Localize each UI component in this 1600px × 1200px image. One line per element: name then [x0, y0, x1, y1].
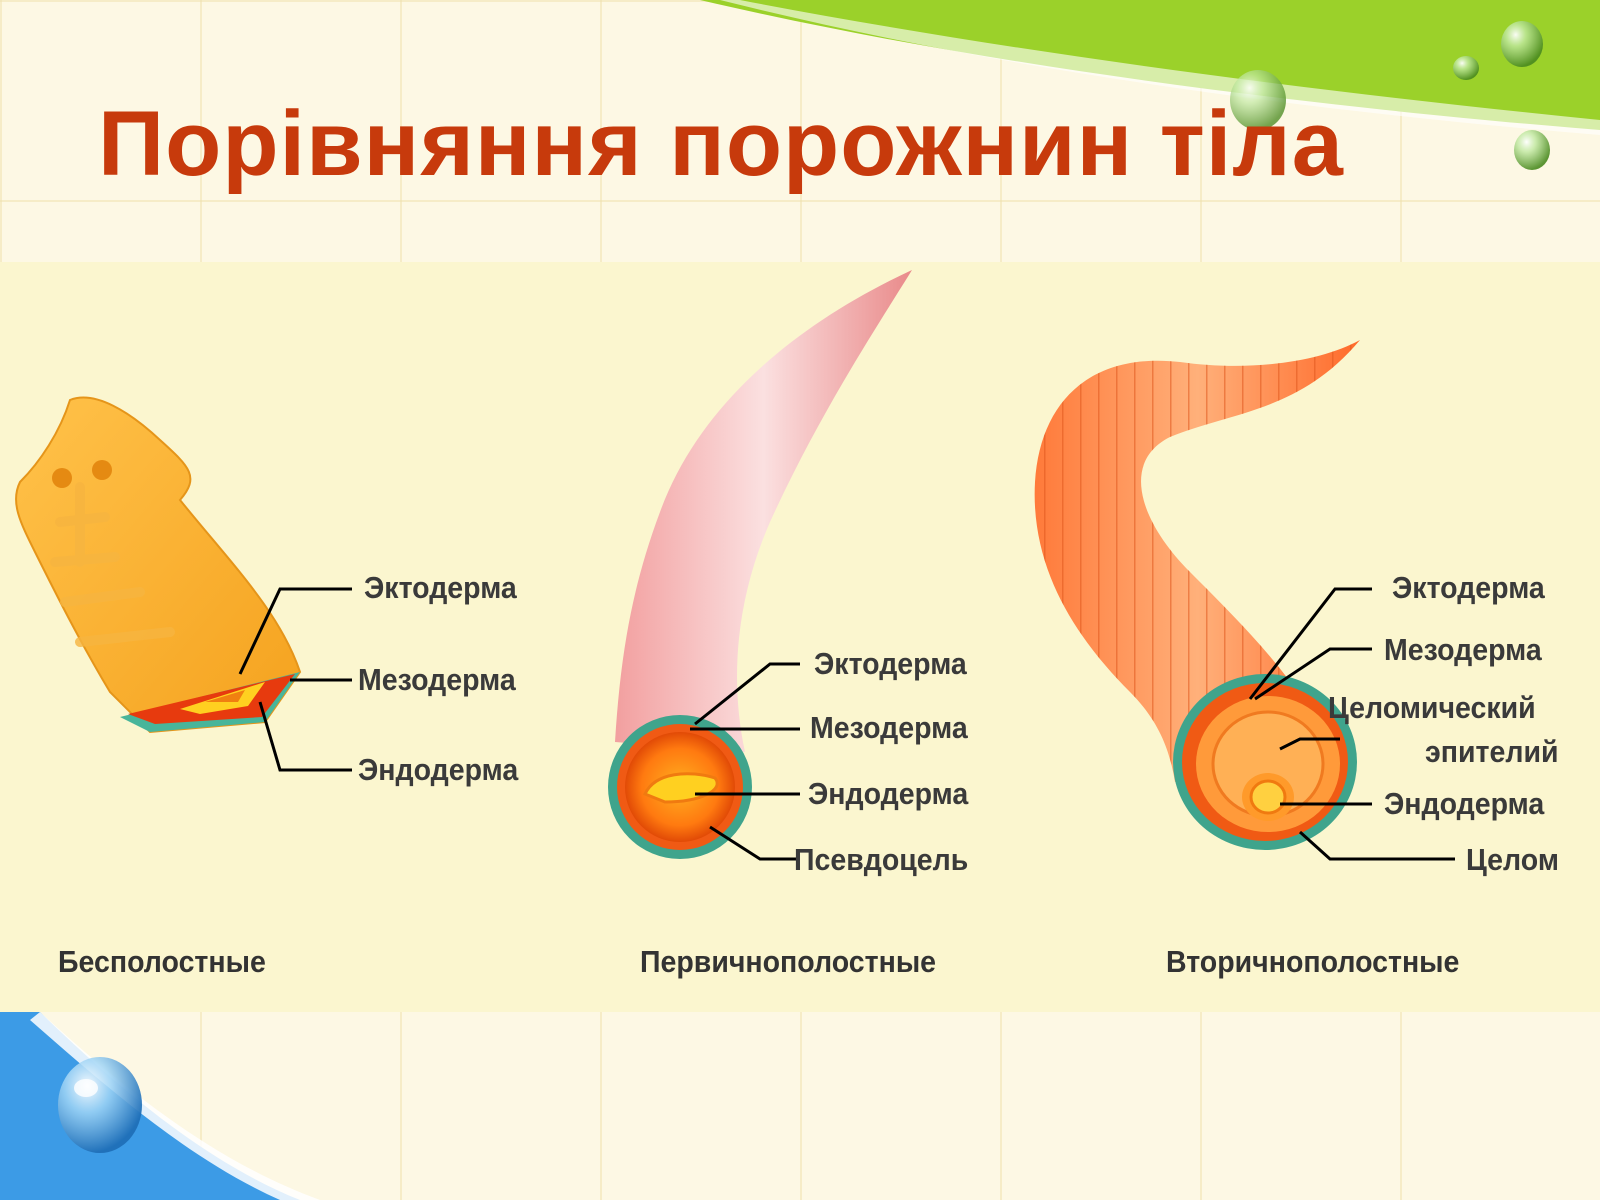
acoelomate-mesoderm-label: Мезодерма	[358, 662, 516, 697]
water-drop-icon	[58, 21, 1550, 1153]
pseudocoelomate-ectoderm-label: Эктодерма	[814, 646, 967, 681]
acoelomate-endoderm-label: Эндодерма	[358, 752, 519, 787]
acoelomate-flatworm	[15, 396, 302, 734]
label-leader-lines	[238, 587, 1455, 861]
pseudocoelomate-endoderm-label: Эндодерма	[808, 776, 969, 811]
pseudocoelomate-roundworm	[608, 270, 912, 859]
pseudocoelomate-mesoderm-label: Мезодерма	[810, 710, 968, 745]
coelomate-endoderm-label: Эндодерма	[1384, 786, 1545, 821]
pseudocoelomate-pseudocoel-label: Псевдоцель	[794, 842, 969, 877]
pseudocoelomate-caption: Первичнополостные	[640, 944, 937, 979]
coelomate-earthworm	[1034, 340, 1360, 850]
coelomate-caption: Вторичнополостные	[1166, 944, 1460, 979]
coelomate-epithelium-label-line2: эпителий	[1425, 734, 1559, 769]
body-cavity-diagram: Эктодерма Мезодерма Эндодерма Бесполостн…	[0, 262, 1600, 1012]
coelomate-ectoderm-label: Эктодерма	[1392, 570, 1545, 605]
acoelomate-ectoderm-label: Эктодерма	[364, 570, 517, 605]
coelomate-coelom-label: Целом	[1466, 842, 1559, 877]
coelomate-epithelium-label-line1: Целомический	[1328, 690, 1536, 725]
slide-title: Порівняння порожнин тіла	[98, 93, 1344, 195]
acoelomate-caption: Бесполостные	[58, 944, 266, 979]
coelomate-mesoderm-label: Мезодерма	[1384, 632, 1542, 667]
